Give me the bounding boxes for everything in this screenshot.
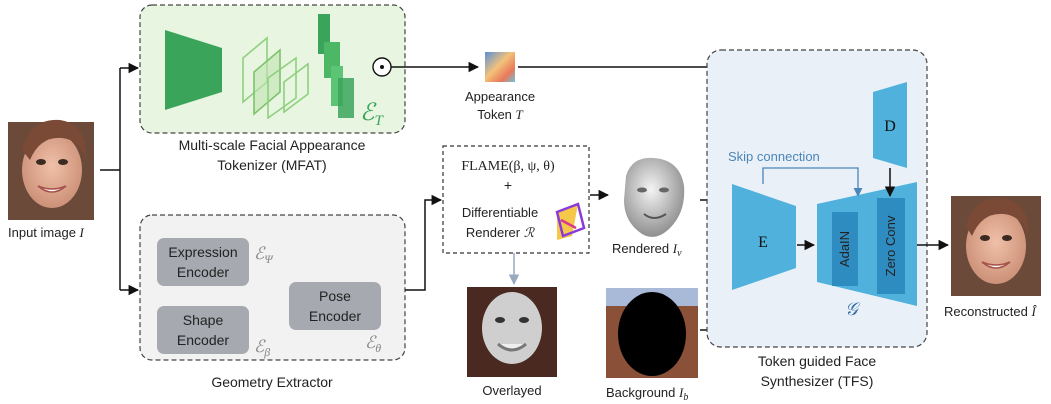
- expression-encoder: [157, 238, 249, 286]
- rendered-label: Rendered Iv: [612, 241, 682, 259]
- appearance-token: [485, 52, 515, 82]
- zero-conv-layer: [877, 198, 905, 294]
- rendered-mesh-face: [624, 157, 685, 237]
- encoder-block: [732, 184, 796, 290]
- pose-encoder: [289, 282, 381, 330]
- zero-conv-label: Zero Conv: [883, 215, 898, 276]
- background-label: Background Ib: [606, 385, 688, 403]
- flame-label: FLAME(β, ψ, θ): [461, 159, 555, 174]
- input-label: Input image I: [8, 225, 85, 240]
- token-label-2: Token T: [477, 107, 523, 122]
- pose-encoder-label-2: Encoder: [309, 308, 361, 324]
- tfs-title: Token guided Face: [758, 353, 877, 369]
- pose-encoder-label: Pose: [319, 288, 351, 304]
- skip-connection-label: Skip connection: [728, 149, 820, 164]
- renderer-icon: [555, 202, 586, 240]
- expression-encoder-label: Expression: [168, 244, 237, 260]
- mfat-encoder-symbol: ℰT: [360, 100, 385, 129]
- decoder-label: D: [884, 118, 896, 135]
- decoder-block: [873, 82, 907, 168]
- background-image: [606, 288, 698, 378]
- expression-encoder-symbol: ℰΨ: [254, 244, 274, 266]
- flame-plus: +: [504, 177, 512, 193]
- generator-symbol: 𝒢: [845, 299, 861, 319]
- mfat-encoder-shapes: [165, 14, 354, 120]
- tfs-title-2: Synthesizer (TFS): [761, 373, 874, 389]
- adain-label: AdaIN: [837, 231, 852, 267]
- skip-connection-arrow: [762, 167, 863, 197]
- adain-layer: [832, 212, 858, 286]
- geometry-flow-arrows: [405, 194, 443, 291]
- renderer-label: Differentiable: [462, 205, 538, 220]
- reconstructed-image: [951, 196, 1041, 296]
- overlayed-image: [467, 287, 557, 377]
- pose-encoder-symbol: ℰθ: [365, 333, 381, 355]
- mfat-title-2: Tokenizer (MFAT): [217, 157, 326, 173]
- shape-encoder-label: Shape: [183, 312, 224, 328]
- shape-encoder-symbol: ℰβ: [254, 337, 270, 359]
- mfat-title: Multi-scale Facial Appearance: [179, 137, 366, 153]
- renderer-label-2: Renderer ℛ: [466, 225, 536, 240]
- shape-encoder: [157, 306, 249, 354]
- reconstructed-label: Reconstructed Î: [944, 304, 1037, 319]
- token-label: Appearance: [465, 89, 535, 104]
- expression-encoder-label-2: Encoder: [177, 264, 229, 280]
- encoder-label: E: [758, 234, 768, 251]
- input-image: [8, 119, 94, 220]
- input-branch-arrows: [100, 62, 140, 296]
- geometry-title: Geometry Extractor: [211, 374, 333, 390]
- shape-encoder-label-2: Encoder: [177, 332, 229, 348]
- overlayed-label: Overlayed: [482, 383, 541, 398]
